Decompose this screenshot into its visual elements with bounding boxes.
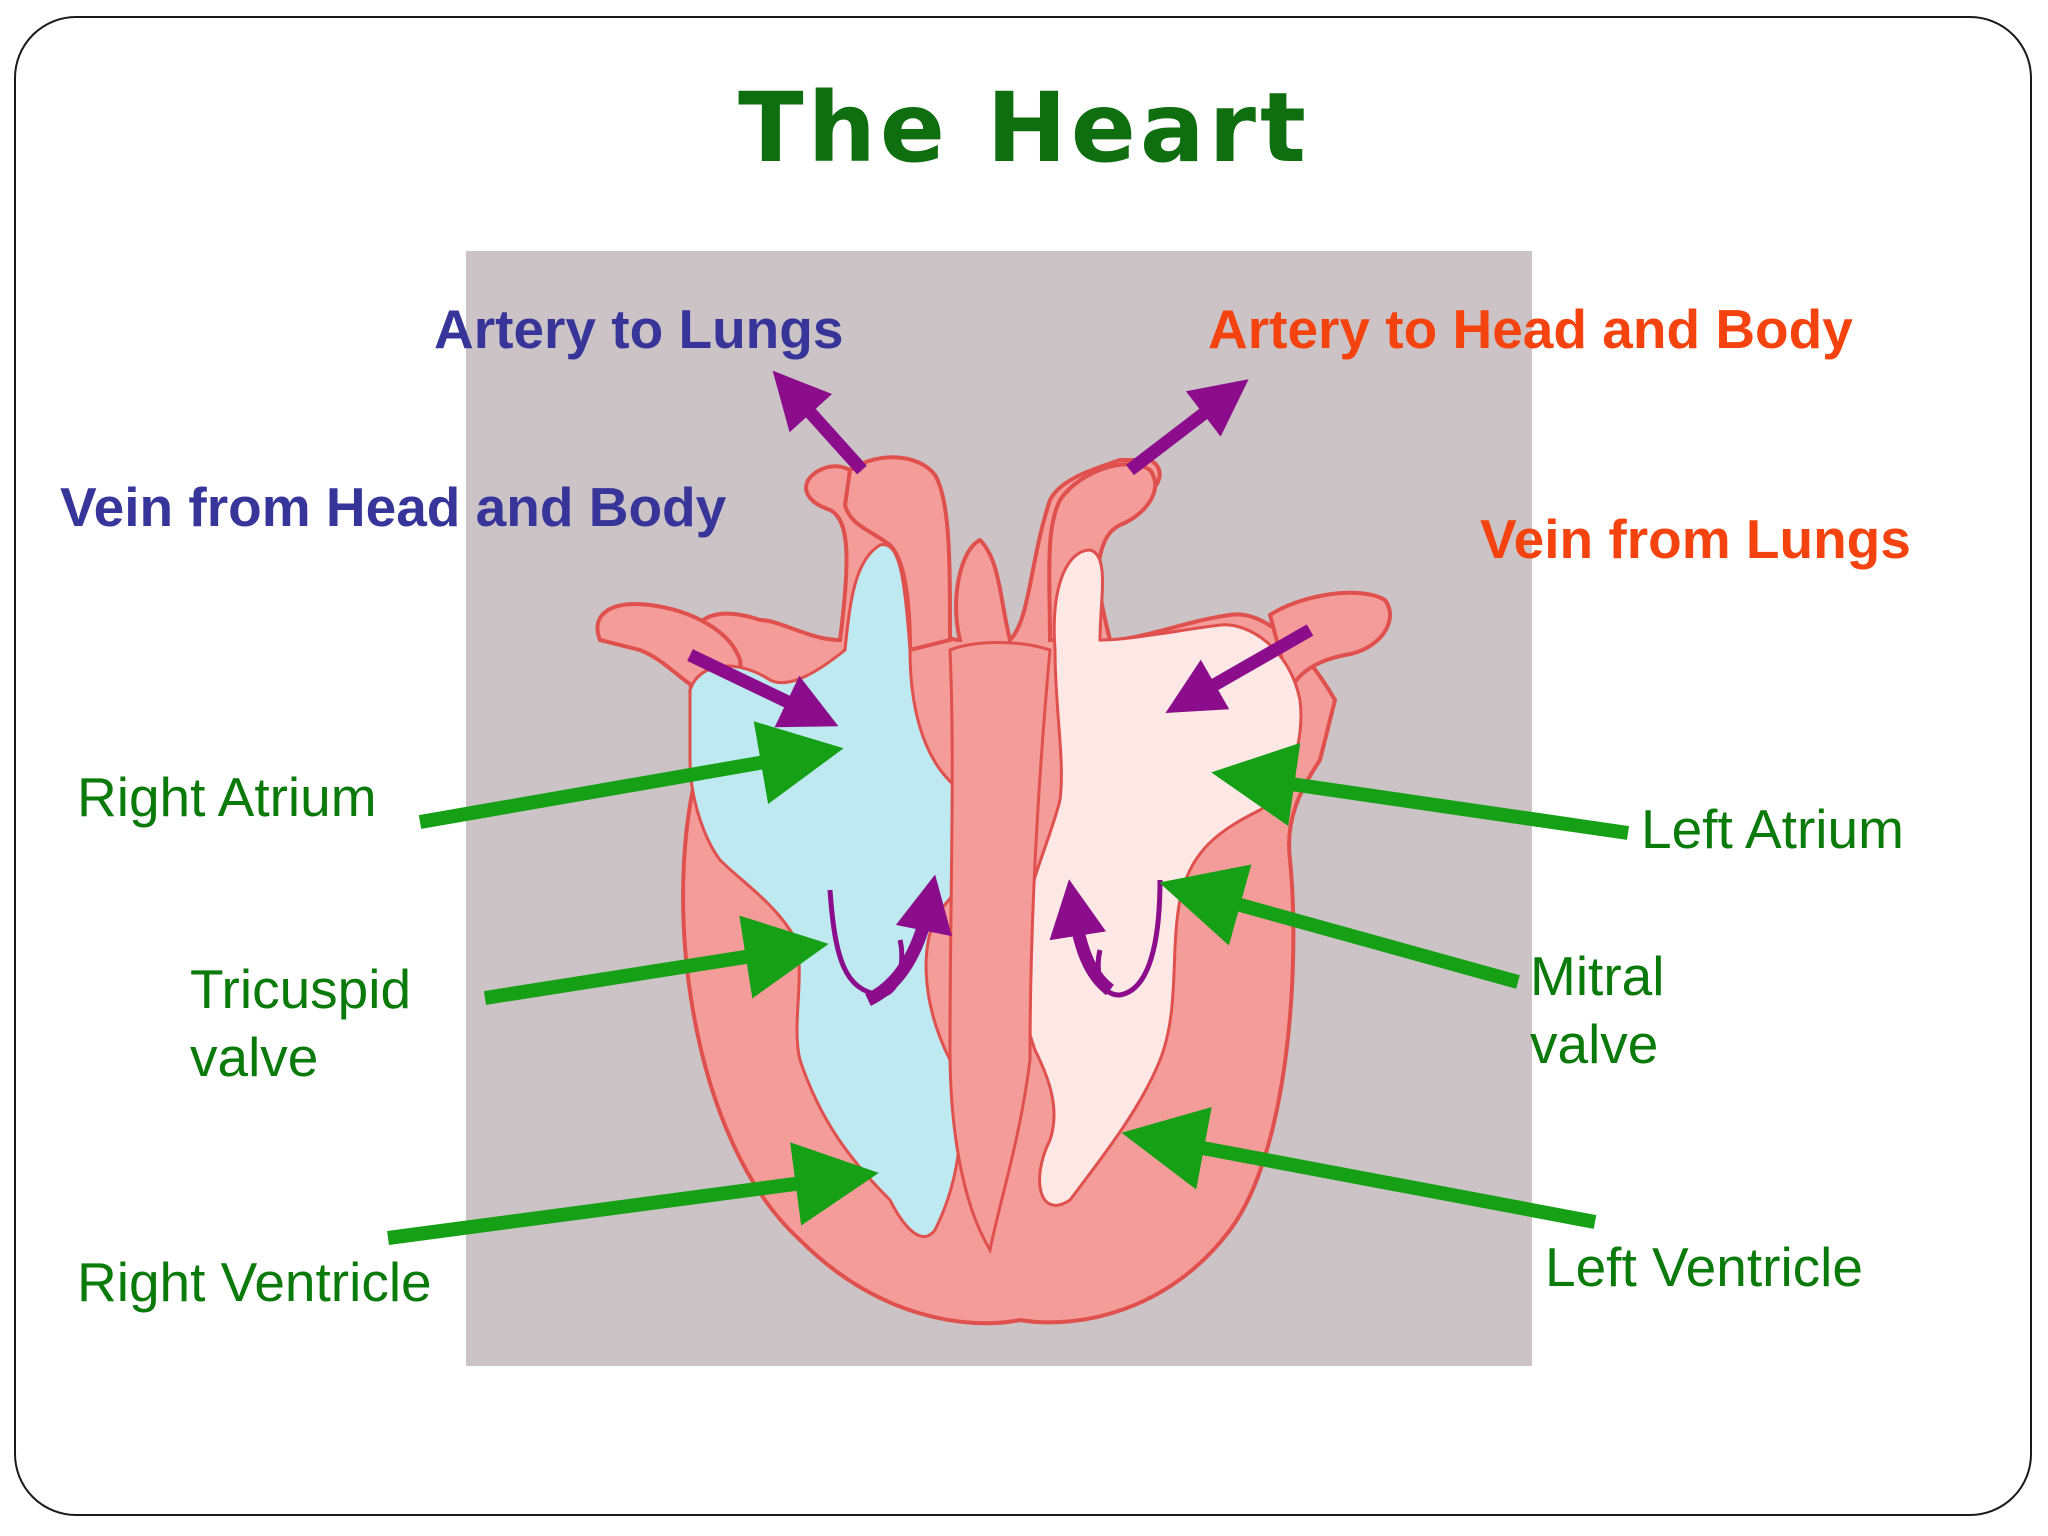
flow-arrow-from-body	[687, 649, 839, 728]
label-right-atrium: Right Atrium	[77, 766, 377, 828]
label-tricuspid-line-1: Tricuspid	[190, 958, 412, 1020]
flow-arrow-left-ventricle	[1049, 879, 1115, 996]
label-tricuspid-valve: Tricuspid valve	[190, 956, 411, 1091]
flow-arrow-from-lungs	[1165, 624, 1314, 713]
flow-arrow-right-ventricle	[865, 874, 952, 1006]
label-left-atrium: Left Atrium	[1641, 798, 1904, 860]
flow-arrow-to-lungs	[772, 370, 867, 475]
pointer-tricuspid-valve	[483, 915, 829, 1005]
pulmonary-vein	[1267, 590, 1392, 696]
pointer-left-atrium	[1211, 742, 1630, 840]
pointer-right-ventricle	[387, 1142, 879, 1245]
slide-title: The Heart	[738, 72, 1310, 184]
pointer-mitral-valve	[1159, 864, 1520, 989]
label-vein-from-head-body: Vein from Head and Body	[60, 476, 727, 538]
label-artery-to-lungs: Artery to Lungs	[434, 298, 844, 360]
flow-arrow-to-body	[1126, 379, 1249, 476]
label-mitral-line-1: Mitral	[1530, 945, 1665, 1007]
label-vein-from-lungs: Vein from Lungs	[1480, 508, 1911, 570]
pointer-right-atrium	[418, 721, 844, 829]
label-tricuspid-line-2: valve	[190, 1025, 319, 1088]
pulmonary-artery	[842, 455, 953, 653]
label-right-ventricle: Right Ventricle	[77, 1251, 432, 1313]
label-mitral-valve: Mitral valve	[1530, 943, 1664, 1078]
label-artery-to-head-body: Artery to Head and Body	[1208, 298, 1853, 360]
pointer-left-ventricle	[1121, 1107, 1597, 1229]
label-left-ventricle: Left Ventricle	[1545, 1236, 1863, 1298]
label-mitral-line-2: valve	[1530, 1012, 1659, 1075]
